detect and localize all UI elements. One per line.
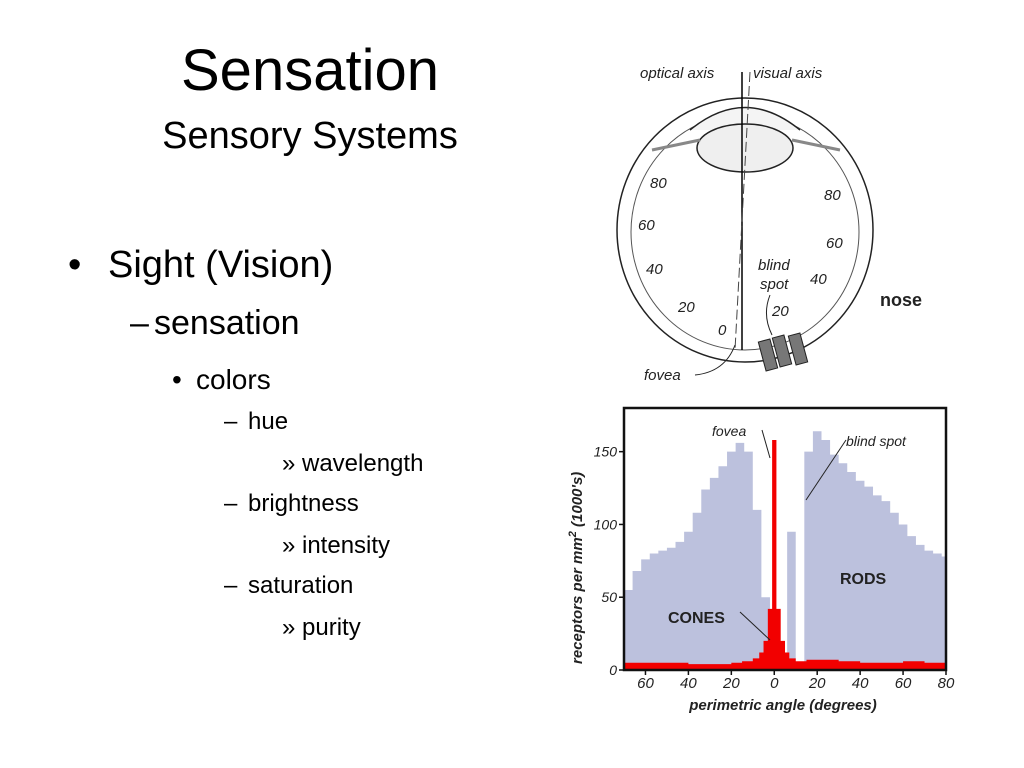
- x-tick-label: 80: [938, 675, 955, 692]
- bullet-marker: –: [224, 408, 238, 435]
- blind-spot-annotation-pointer: [805, 439, 847, 501]
- y-tick-label: 50: [601, 589, 617, 605]
- eye-angle-label: 80: [650, 175, 667, 192]
- slide-title: Sensation: [181, 38, 439, 103]
- bullet-text: hue: [248, 408, 289, 435]
- bullet-item: »purity: [282, 614, 361, 642]
- nose-label: nose: [880, 290, 922, 310]
- bullet-item: »wavelength: [282, 450, 423, 478]
- eyeball-outline: [616, 97, 874, 363]
- bullet-text: colors: [196, 364, 271, 395]
- plot-area: [624, 431, 946, 670]
- optic-nerve: [757, 332, 809, 372]
- bullet-item: –sensation: [130, 304, 300, 343]
- fovea-annotation: fovea: [712, 423, 746, 439]
- y-tick-label: 150: [594, 444, 618, 460]
- x-tick-label: 60: [637, 675, 654, 692]
- bullet-item: –hue: [224, 408, 288, 436]
- bullet-marker: »: [282, 450, 296, 477]
- y-axis-label-suffix: (1000's): [569, 472, 586, 531]
- x-tick-label: 20: [722, 675, 740, 692]
- blind-spot-pointer: [766, 294, 773, 336]
- bullet-marker: »: [282, 614, 296, 641]
- y-axis-label-sup: 2: [567, 531, 579, 538]
- bullet-item: • Sight (Vision): [68, 244, 333, 287]
- x-tick-label: 60: [895, 675, 912, 692]
- bullet-text: intensity: [302, 532, 391, 559]
- eye-angle-label: 40: [646, 261, 663, 278]
- eye-angle-label: 80: [824, 187, 841, 204]
- fovea-pointer: [694, 344, 736, 376]
- bullet-item: • colors: [172, 364, 271, 396]
- eye-angle-label: 20: [771, 303, 789, 320]
- bullet-item: –brightness: [224, 490, 359, 518]
- eye-angle-label: 60: [638, 217, 655, 234]
- blind-spot-label: blind: [758, 257, 790, 274]
- slide-subtitle: Sensory Systems: [162, 115, 458, 157]
- bullet-text: sensation: [154, 304, 300, 342]
- eye-angle-label: 20: [677, 299, 695, 316]
- y-axis-label-main: receptors per mm: [569, 537, 586, 664]
- receptor-density-chart: 0 50 100 150 60 40 20 0 20 40 60 80 receptors per m…: [567, 406, 955, 714]
- eye-angle-label: 0: [718, 322, 727, 339]
- y-tick-label: 0: [609, 662, 617, 678]
- chart-frame: [622, 406, 948, 672]
- bullet-marker: –: [130, 304, 149, 342]
- bullet-text: brightness: [248, 490, 359, 517]
- cones-annotation-pointer: [739, 611, 771, 641]
- bullet-marker: »: [282, 532, 296, 559]
- x-tick-label: 20: [808, 675, 826, 692]
- fovea-label: fovea: [644, 367, 681, 384]
- blind-spot-annotation: blind spot: [846, 433, 907, 449]
- x-tick-label: 40: [680, 675, 697, 692]
- optical-axis-label: optical axis: [640, 65, 715, 82]
- bullet-text: saturation: [248, 572, 354, 599]
- bullet-item: »intensity: [282, 532, 390, 560]
- bullet-marker: –: [224, 572, 238, 599]
- rods-area: [624, 431, 946, 670]
- x-axis-label: perimetric angle (degrees): [688, 697, 877, 714]
- bullet-marker: –: [224, 490, 238, 517]
- y-tick-label: 100: [594, 516, 618, 532]
- visual-axis-label: visual axis: [753, 65, 823, 82]
- x-tick-label: 40: [852, 675, 869, 692]
- y-axis-label: receptors per mm2 (1000's): [567, 472, 586, 664]
- visual-axis-line: [734, 71, 751, 351]
- bullet-marker: •: [68, 244, 82, 286]
- eye-angle-label: 40: [810, 271, 827, 288]
- cornea: [689, 106, 801, 131]
- rods-series-label: RODS: [840, 571, 887, 588]
- bullet-item: –saturation: [224, 572, 353, 600]
- eye-diagram: optical axis visual axis 80 60 40 20 0 8…: [616, 65, 922, 384]
- fovea-annotation-pointer: [761, 429, 771, 459]
- x-tick-label: 0: [770, 675, 779, 692]
- bullet-text: Sight (Vision): [108, 244, 334, 286]
- eye-angle-label: 60: [826, 235, 843, 252]
- bullet-marker: •: [172, 364, 182, 395]
- bullet-text: wavelength: [302, 450, 424, 477]
- bullet-text: purity: [302, 614, 361, 641]
- cones-series-label: CONES: [668, 610, 725, 627]
- ciliary-body: [651, 138, 841, 152]
- blind-spot-label: spot: [760, 276, 789, 293]
